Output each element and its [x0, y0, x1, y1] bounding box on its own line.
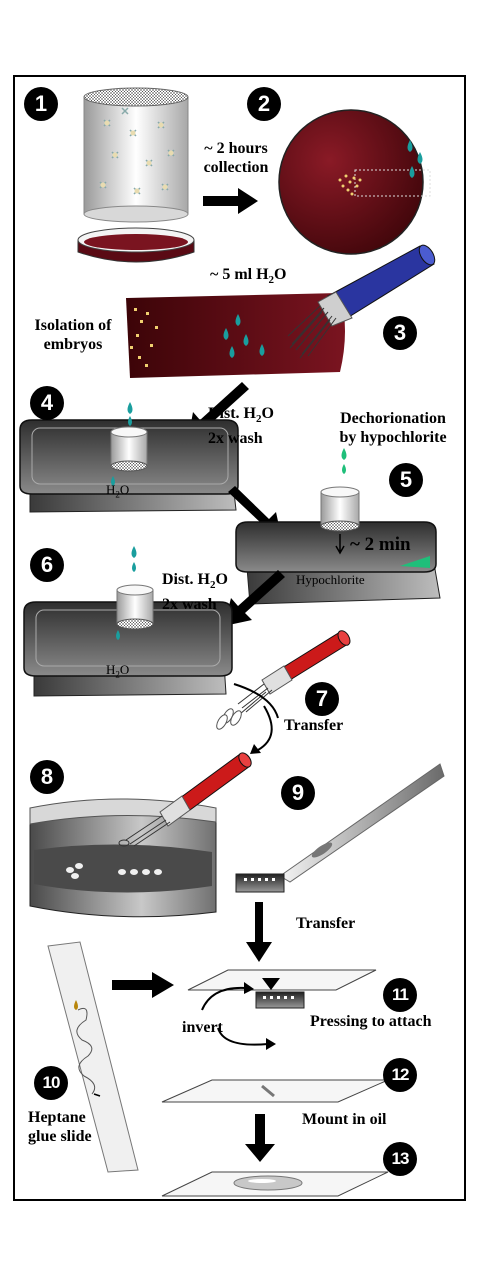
- label-transfer-2: Transfer: [296, 915, 356, 932]
- label-isolation: Isolation of embryos: [34, 317, 112, 353]
- agar-block: [235, 873, 285, 893]
- curved-arrow-6-to-7: [233, 683, 279, 719]
- step-badge-10: 10: [34, 1066, 68, 1100]
- slide-13: [161, 1171, 389, 1197]
- step-badge-13: 13: [383, 1142, 417, 1176]
- sieve-1: [110, 402, 148, 486]
- wash-dish-2: [23, 601, 233, 697]
- arrow-9-to-11: [246, 902, 272, 962]
- step-badge-8: 8: [30, 760, 64, 794]
- label-pressing: Pressing to attach: [310, 1013, 432, 1030]
- sieve-2: [320, 448, 360, 555]
- label-timer: ~ 2 min: [350, 534, 411, 555]
- dish-label-water-1: H2O: [106, 482, 130, 500]
- step-badge-5: 5: [389, 463, 423, 497]
- dish-label-hypochlorite: Hypochlorite: [296, 572, 365, 587]
- arrow-10-to-11: [112, 972, 174, 998]
- invert-arrow: [201, 986, 247, 1011]
- collection-cage: [83, 87, 189, 223]
- label-dechorionation: Dechorionation by hypochlorite: [339, 410, 447, 446]
- step-badge-6: 6: [30, 548, 64, 582]
- slide-12: [161, 1079, 389, 1103]
- coverslip-11: [187, 969, 377, 991]
- label-heptane: Heptane glue slide: [28, 1109, 92, 1145]
- step-badge-3: 3: [383, 316, 417, 350]
- step-badge-11: 11: [383, 978, 417, 1012]
- step-badge-9: 9: [281, 776, 315, 810]
- label-wash-2: Dist. H2O 2x wash: [162, 571, 228, 614]
- step-badge-1: 1: [24, 87, 58, 121]
- label-mount: Mount in oil: [302, 1111, 387, 1128]
- heptane-glue-slide: [47, 941, 139, 1173]
- step-badge-4: 4: [30, 386, 64, 420]
- step-badge-7: 7: [305, 682, 339, 716]
- collection-plate: [77, 227, 195, 263]
- embryo-strip: [126, 293, 345, 378]
- step-badge-2: 2: [247, 87, 281, 121]
- transfer-pipette-1: [216, 630, 351, 730]
- dish-label-water-2: H2O: [106, 662, 130, 680]
- diagram-frame: [13, 75, 466, 1201]
- paint-brush: [287, 244, 436, 359]
- sieve-3: [116, 546, 154, 640]
- pressed-block: [255, 991, 305, 1009]
- label-transfer-1: Transfer: [284, 717, 344, 734]
- label-wash-1: Dist. H2O 2x wash: [208, 405, 274, 448]
- label-invert: invert: [182, 1019, 223, 1036]
- transfer-pipette-2: [118, 752, 252, 847]
- arrow-12-to-13: [245, 1114, 275, 1162]
- arrow-1-to-2: [203, 188, 258, 214]
- large-dish: [29, 798, 217, 918]
- arrow-11-to-12: [217, 1027, 269, 1046]
- step-badge-12: 12: [383, 1058, 417, 1092]
- label-water-volume: ~ 5 ml H2O: [210, 266, 287, 287]
- curved-arrow-7-to-8: [257, 705, 273, 751]
- embryo-plate: [278, 109, 431, 255]
- arrow-5-to-6: [224, 570, 285, 626]
- dissecting-needle: [279, 763, 445, 883]
- label-collection: ~ 2 hours collection: [203, 140, 269, 176]
